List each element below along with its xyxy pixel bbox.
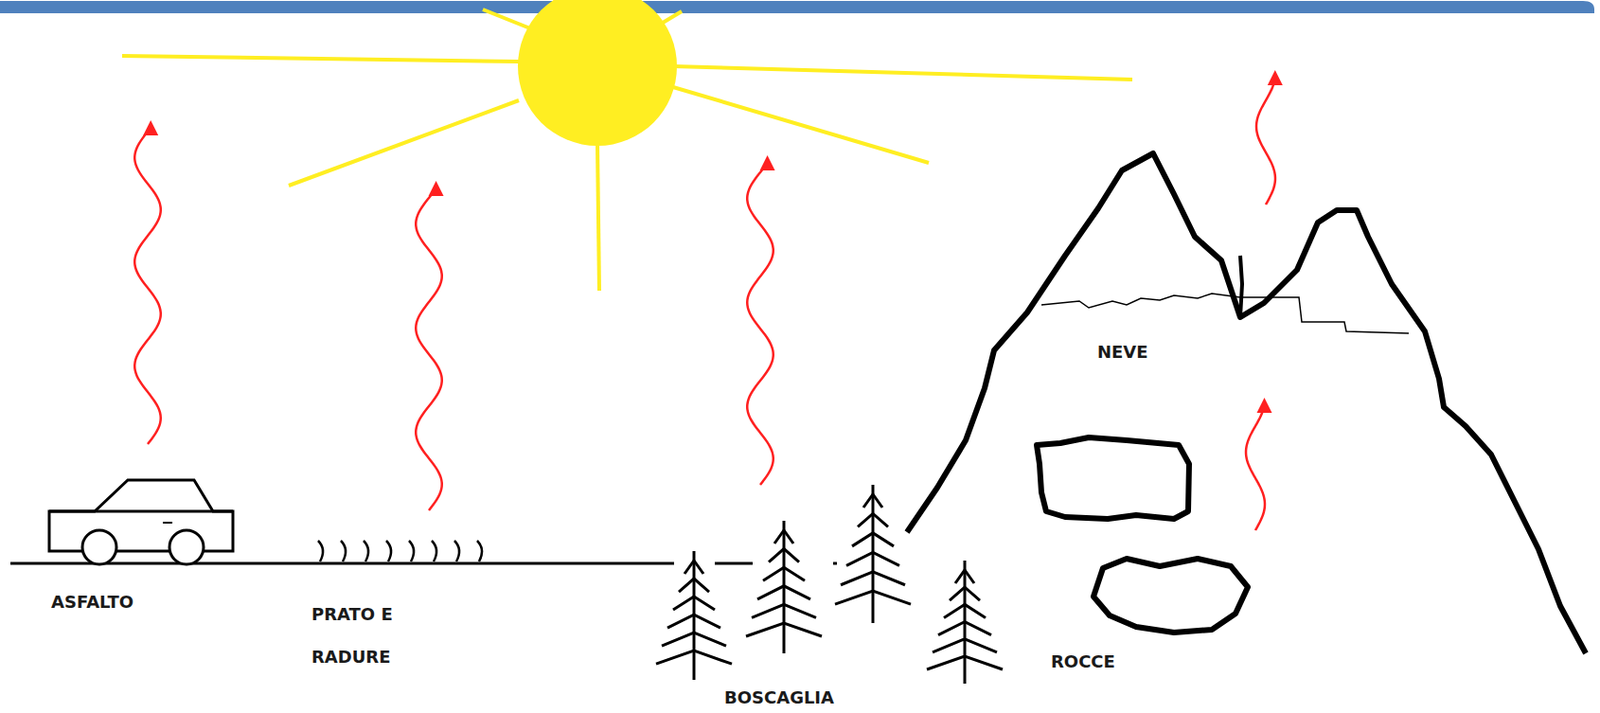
thermal-wave [1245,405,1265,531]
ground [10,562,837,566]
arrow-head [428,180,445,196]
car [49,480,233,565]
thermal-arrows [134,70,1283,531]
region-label: ASFALTO [51,591,175,613]
region-label: PRATO E RADURE [311,592,416,678]
grass-blade [363,540,369,562]
arrow-head [1257,397,1273,413]
region-label: BOSCAGLIA [724,687,876,709]
thermal-wave [1256,77,1276,205]
grass [318,540,482,562]
thermal-wave [746,162,774,485]
grass-blade [386,540,392,562]
trees [656,484,1003,684]
sun [517,0,677,146]
region-label: NEVE [1097,341,1174,363]
grass-blade [477,540,482,562]
grass-blade [340,540,346,562]
fir-tree [835,484,911,623]
grass-blade [454,540,460,562]
arrow-head [1267,70,1283,86]
mountain [906,153,1586,654]
grass-blade [318,540,323,562]
snow-line [1041,293,1409,334]
fir-tree [656,551,732,680]
grass-blade [408,540,414,562]
fir-tree [746,520,822,654]
rocks [1036,437,1248,633]
arrow-head [142,120,159,136]
fir-tree [926,560,1003,684]
grass-blade [431,540,437,562]
thermal-wave [415,188,443,511]
region-label: ROCCE [1050,651,1146,673]
thermal-wave [134,127,161,445]
arrow-head [760,155,776,171]
top-bar [0,0,1595,14]
